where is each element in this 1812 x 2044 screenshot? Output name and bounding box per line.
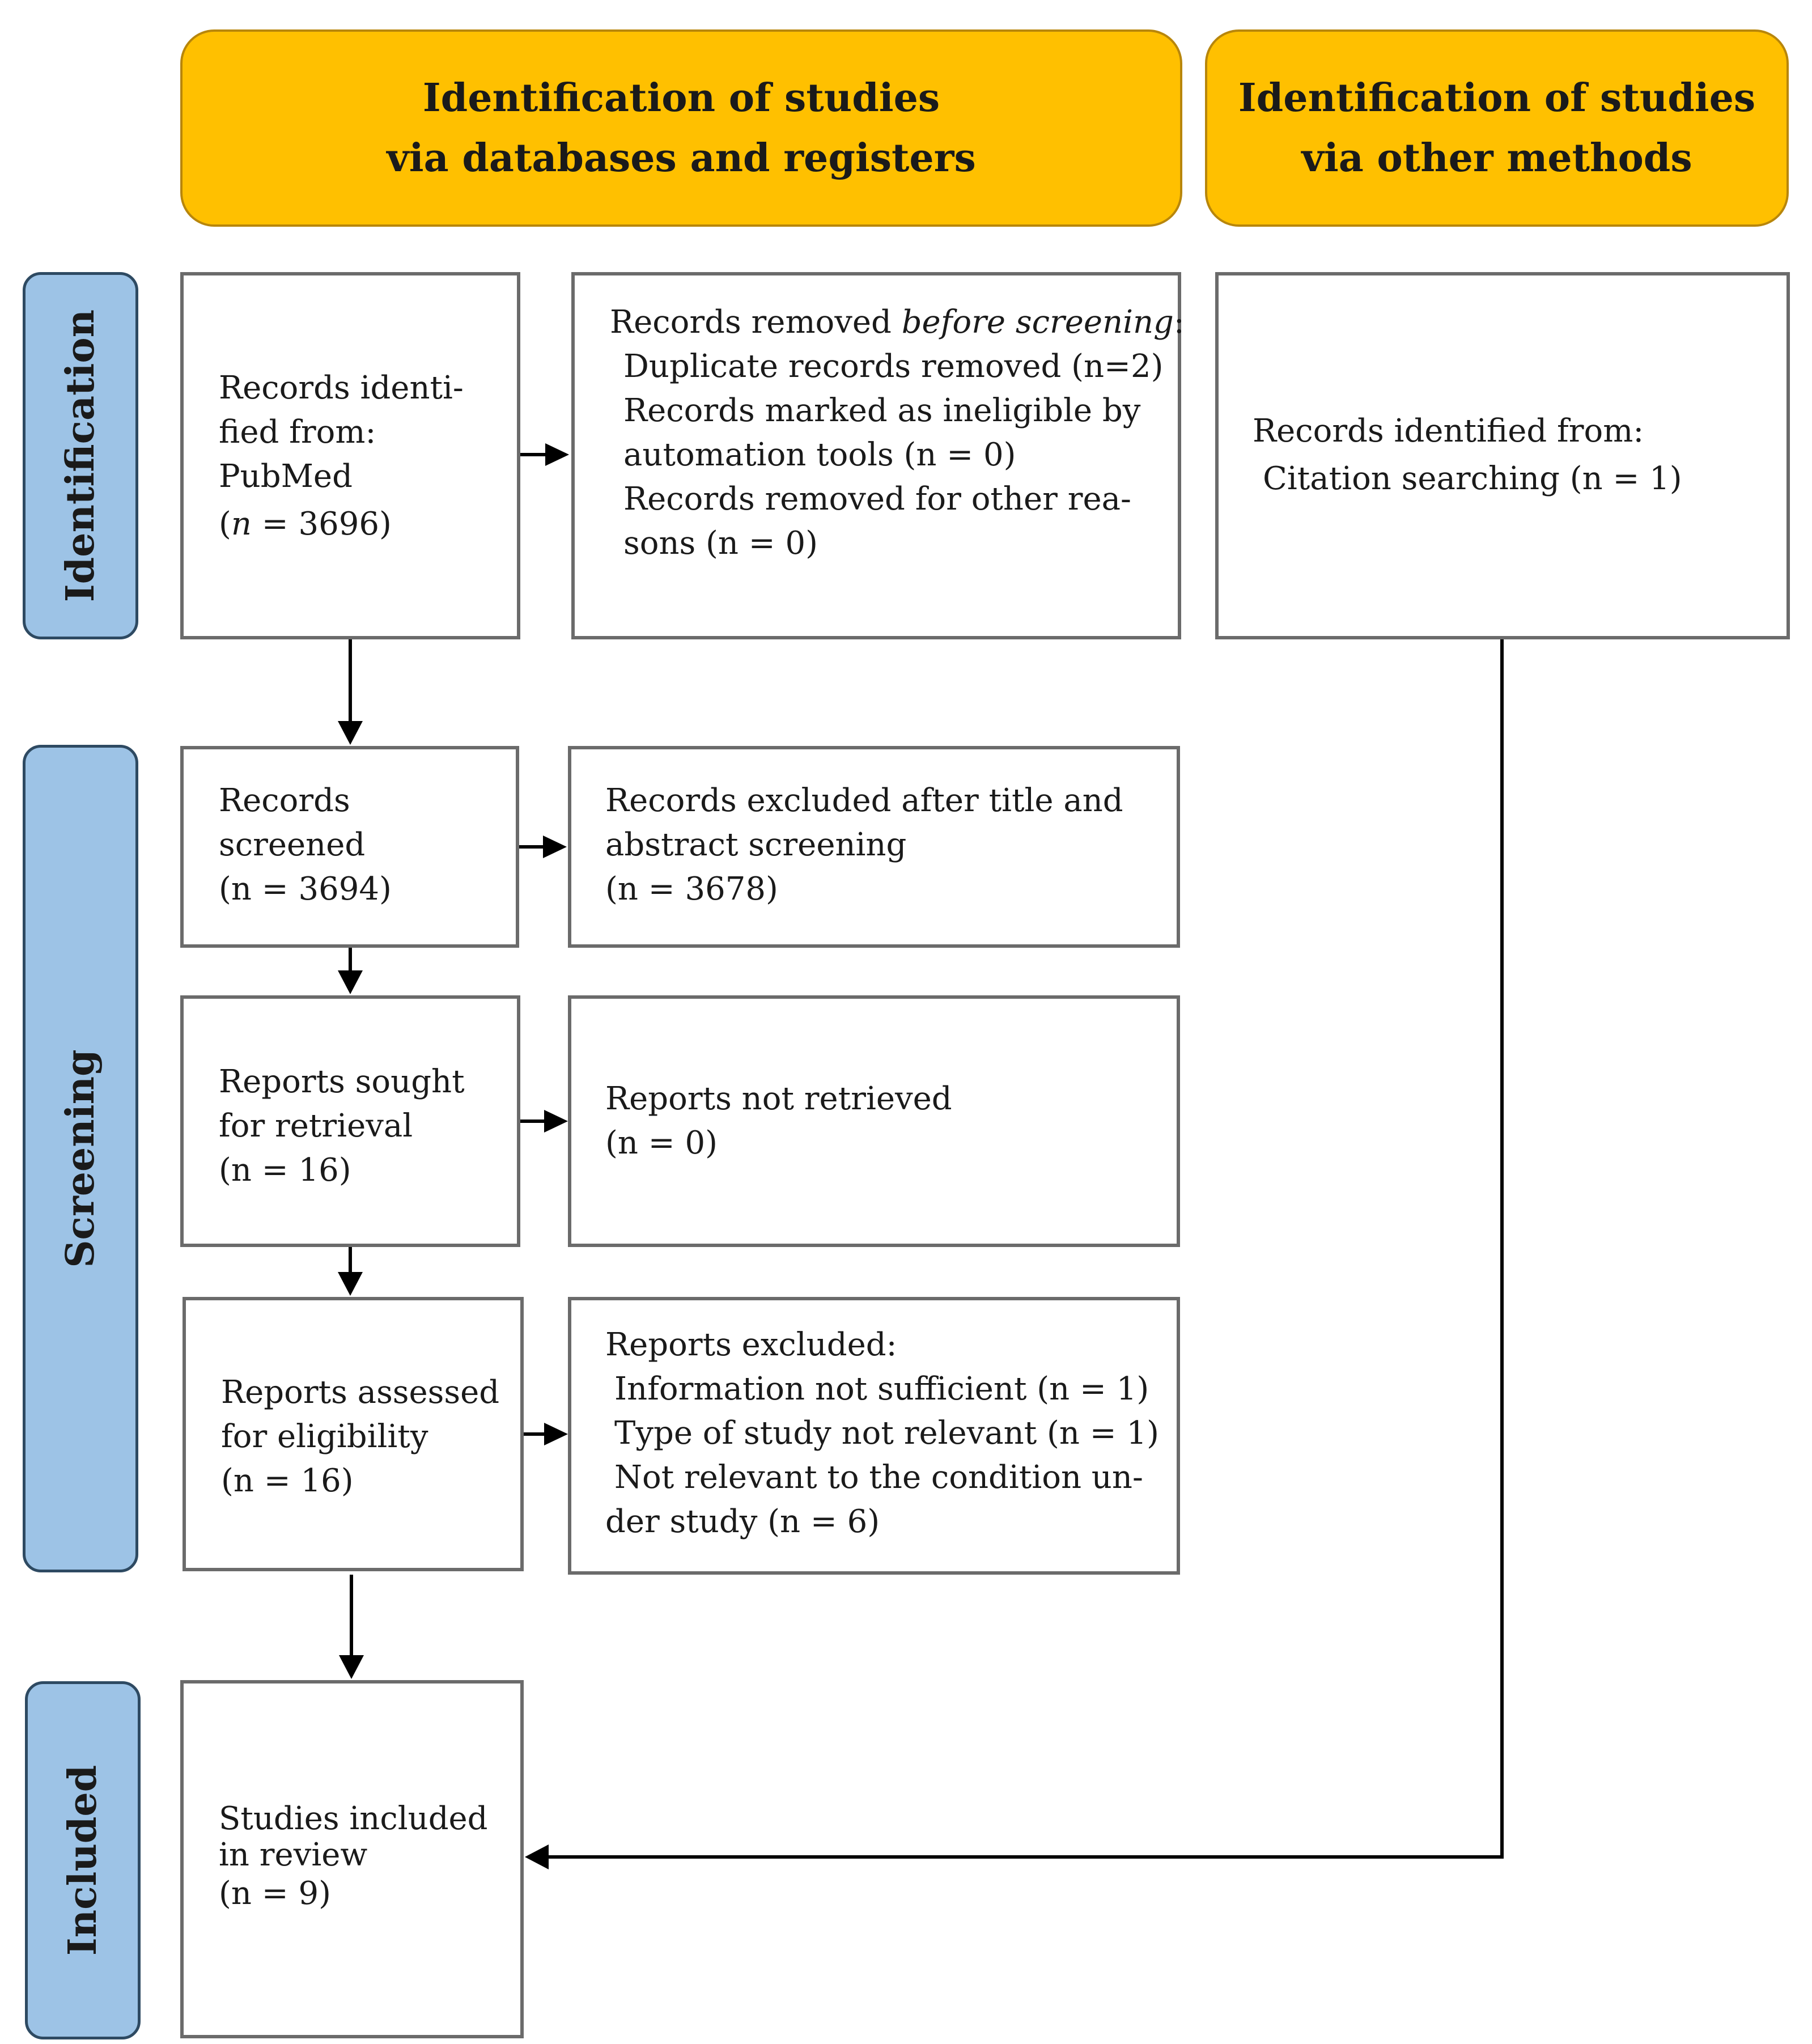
box-records-removed: Records removed before screening: Duplic… (571, 272, 1185, 639)
box-reports-sought: Reports sought for retrieval (n = 16) (180, 995, 520, 1247)
reports-assessed-line2: for eligibility (221, 1418, 428, 1455)
arrowhead-assessed-to-excluded (544, 1423, 568, 1445)
phase-included: Included (25, 1681, 141, 2039)
box-records-excluded: Records excluded after title and abstrac… (568, 746, 1180, 948)
phase-identification: Identification (23, 272, 138, 639)
box-records-identified: Records identi- fied from: PubMed (n = 3… (180, 272, 520, 639)
reports-sought-line2: for retrieval (219, 1108, 413, 1144)
reports-assessed-count: (n = 16) (221, 1462, 354, 1499)
records-removed-item-other-cont: sons (n = 0) (623, 525, 818, 562)
header-other-line2: via other methods (1301, 135, 1692, 181)
records-identified-line1: Records identi- (219, 370, 464, 406)
phase-screening: Screening (23, 745, 138, 1572)
arrowhead-sought-to-not-retrieved (544, 1110, 568, 1133)
studies-included-line2: in review (219, 1837, 368, 1873)
arrow-other-to-included (548, 639, 1504, 1859)
header-databases-line1: Identification of studies (422, 75, 940, 121)
arrowhead-sought-to-assessed (338, 1272, 363, 1296)
records-excluded-count: (n = 3678) (605, 871, 778, 907)
arrowhead-screened-to-sought (338, 970, 363, 994)
records-removed-item-other: Records removed for other rea- (623, 481, 1131, 518)
header-other-methods: Identification of studies via other meth… (1205, 29, 1789, 227)
reports-not-retrieved-line1: Reports not retrieved (605, 1080, 952, 1117)
records-screened-line1: Records (219, 782, 350, 819)
records-excluded-line1: Records excluded after title and (605, 782, 1123, 819)
studies-included-count: (n = 9) (219, 1875, 331, 1912)
box-records-screened: Records screened (n = 3694) (180, 746, 519, 948)
records-removed-title: Records removed before screening: (610, 304, 1185, 341)
arrowhead-screened-to-excluded (543, 836, 567, 858)
box-reports-excluded: Reports excluded: Information not suffic… (568, 1297, 1180, 1575)
reports-excluded-item-condition: Not relevant to the condition un- (614, 1459, 1143, 1496)
reports-sought-count: (n = 16) (219, 1152, 351, 1189)
other-identified-line1: Records identified from: (1253, 413, 1644, 449)
reports-excluded-item-type: Type of study not relevant (n = 1) (614, 1415, 1159, 1452)
box-reports-assessed: Reports assessed for eligibility (n = 16… (183, 1297, 524, 1571)
header-databases-registers: Identification of studies via databases … (180, 29, 1182, 227)
box-other-identified: Records identified from: Citation search… (1215, 272, 1790, 639)
records-removed-item-automation: automation tools (n = 0) (623, 436, 1016, 473)
arrowhead-identified-to-removed (545, 443, 569, 466)
arrowhead-other-to-included (525, 1844, 549, 1869)
box-studies-included: Studies included in review (n = 9) (180, 1680, 524, 2038)
reports-excluded-title: Reports excluded: (605, 1326, 897, 1363)
records-screened-count: (n = 3694) (219, 871, 392, 907)
records-screened-line2: screened (219, 826, 366, 863)
records-identified-line3: PubMed (219, 458, 353, 495)
other-identified-line2: Citation searching (n = 1) (1263, 460, 1682, 497)
arrowhead-identified-to-screened (338, 721, 363, 745)
reports-sought-line1: Reports sought (219, 1063, 465, 1100)
reports-assessed-line1: Reports assessed (221, 1374, 500, 1411)
header-databases-line2: via databases and registers (387, 135, 976, 181)
header-other-line1: Identification of studies (1238, 75, 1756, 121)
reports-excluded-item-info: Information not sufficient (n = 1) (614, 1371, 1149, 1407)
records-removed-item-duplicates: Duplicate records removed (n=2) (623, 348, 1164, 385)
box-reports-not-retrieved: Reports not retrieved (n = 0) (568, 995, 1180, 1247)
arrowhead-assessed-to-included (339, 1655, 364, 1679)
reports-excluded-item-condition-cont: der study (n = 6) (605, 1503, 880, 1540)
records-identified-count: (n = 3696) (219, 506, 392, 542)
studies-included-line1: Studies included (219, 1800, 488, 1837)
records-excluded-line2: abstract screening (605, 826, 907, 863)
reports-not-retrieved-count: (n = 0) (605, 1125, 718, 1161)
records-removed-item-ineligible: Records marked as ineligible by (623, 392, 1141, 429)
records-identified-line2: fied from: (219, 414, 376, 451)
